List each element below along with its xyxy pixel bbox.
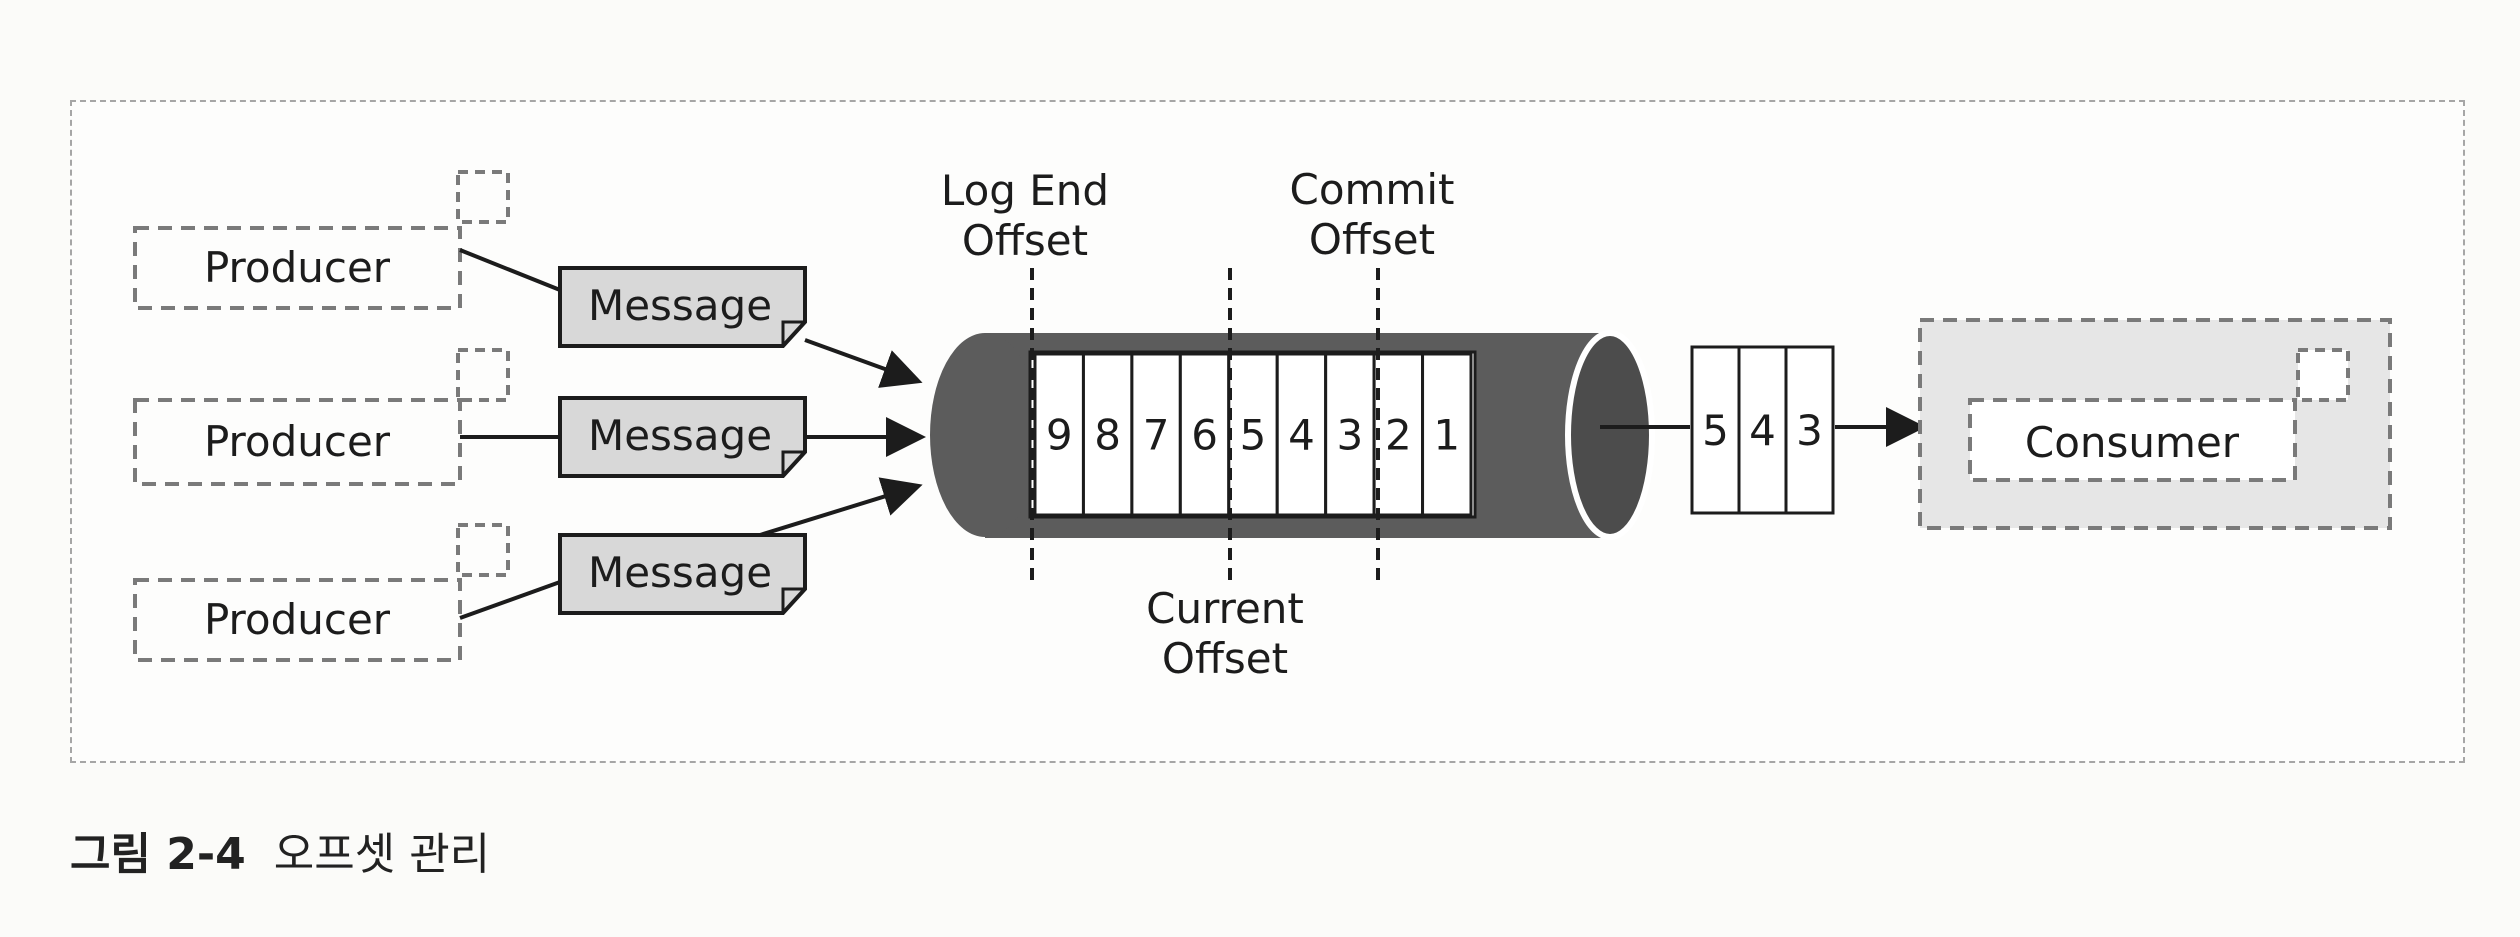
message-3-label: Message: [588, 548, 772, 597]
figure-number: 그림 2-4: [70, 829, 246, 880]
partition-cell-label-1: 1: [1433, 411, 1460, 460]
commit-offset-label-line1: Commit: [1290, 165, 1455, 214]
figure-title: 오프셋 관리: [273, 829, 491, 880]
partition-cell-8: [1081, 352, 1134, 517]
consumed-cell-label-4: 4: [1749, 406, 1776, 455]
message-3: Message: [558, 533, 807, 615]
producer-1: Producer: [133, 170, 510, 310]
log-end-offset-label-line1: Log End: [941, 166, 1109, 215]
partition-cell-label-2: 2: [1385, 411, 1412, 460]
arrow-message-3: [759, 477, 923, 537]
message-1: Message: [558, 266, 807, 348]
connector-producer-1: [459, 248, 561, 292]
consumed-cell-label-5: 5: [1702, 406, 1729, 455]
message-1-label: Message: [588, 281, 772, 330]
producer-3: Producer: [133, 523, 510, 662]
consumed-cell-3: [1784, 345, 1835, 515]
partition-cell-label-3: 3: [1337, 411, 1364, 460]
log-end-offset-label-line2: Offset: [962, 216, 1088, 265]
partition-cell-9: [1033, 352, 1085, 517]
partition-cell-label-5: 5: [1240, 411, 1267, 460]
consumer-label: Consumer: [2025, 418, 2240, 467]
figure-caption: 그림 2-4 오프셋 관리: [70, 818, 490, 882]
arrow-message-1: [804, 338, 923, 388]
partition-cell-label-8: 8: [1094, 411, 1121, 460]
message-2: Message: [558, 396, 807, 478]
producer-1-label: Producer: [204, 243, 391, 292]
partition-cell-1: [1421, 352, 1473, 517]
consumed-cell-label-3: 3: [1796, 406, 1823, 455]
consumed-cell-4: [1737, 345, 1788, 515]
partition-cell-2: [1372, 352, 1425, 517]
producer-2-label: Producer: [204, 417, 391, 466]
producer-2: Producer: [133, 348, 510, 486]
partition-cell-label-7: 7: [1143, 411, 1170, 460]
message-2-label: Message: [588, 411, 772, 460]
partition-cell-label-4: 4: [1288, 411, 1315, 460]
partition-cell-7: [1130, 352, 1182, 517]
consumer: Consumer: [1918, 318, 2392, 530]
partition-cell-label-9: 9: [1046, 411, 1073, 460]
connector-producer-3: [459, 580, 561, 620]
producer-3-label: Producer: [204, 595, 391, 644]
commit-offset-label-line2: Offset: [1309, 215, 1435, 264]
current-offset-label-line2: Offset: [1162, 634, 1288, 683]
current-offset-label-line1: Current: [1146, 584, 1304, 633]
partition-cell-label-6: 6: [1191, 411, 1218, 460]
